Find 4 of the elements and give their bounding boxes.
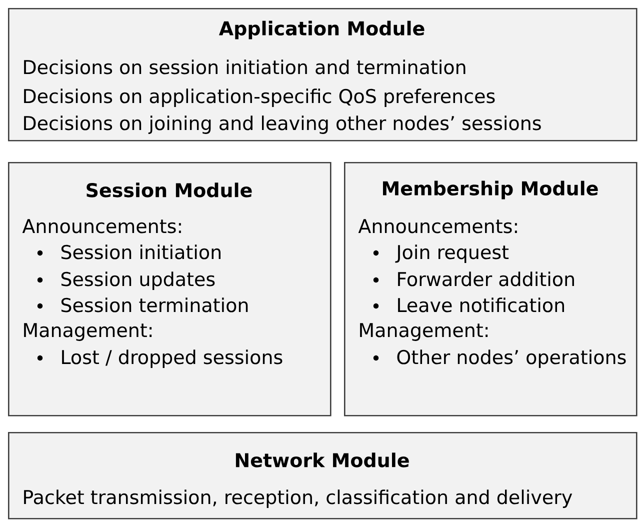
module-box: Application Module Decisions on session initiation and termination Decisions on application-specific QoS preferences Decisions on joining and leaving other nodes’ sessions	[8, 8, 638, 142]
module-box: Membership Module Announcements: Join request Forwarder addition Leave notification Management: Other nodes’ operations	[344, 162, 638, 416]
module-box: Session Module Announcements: Session initiation Session updates Session termination Management: Lost / dropped sessions	[8, 162, 332, 416]
module-box: Network Module Packet transmission, reception, classification and delivery	[8, 432, 638, 520]
